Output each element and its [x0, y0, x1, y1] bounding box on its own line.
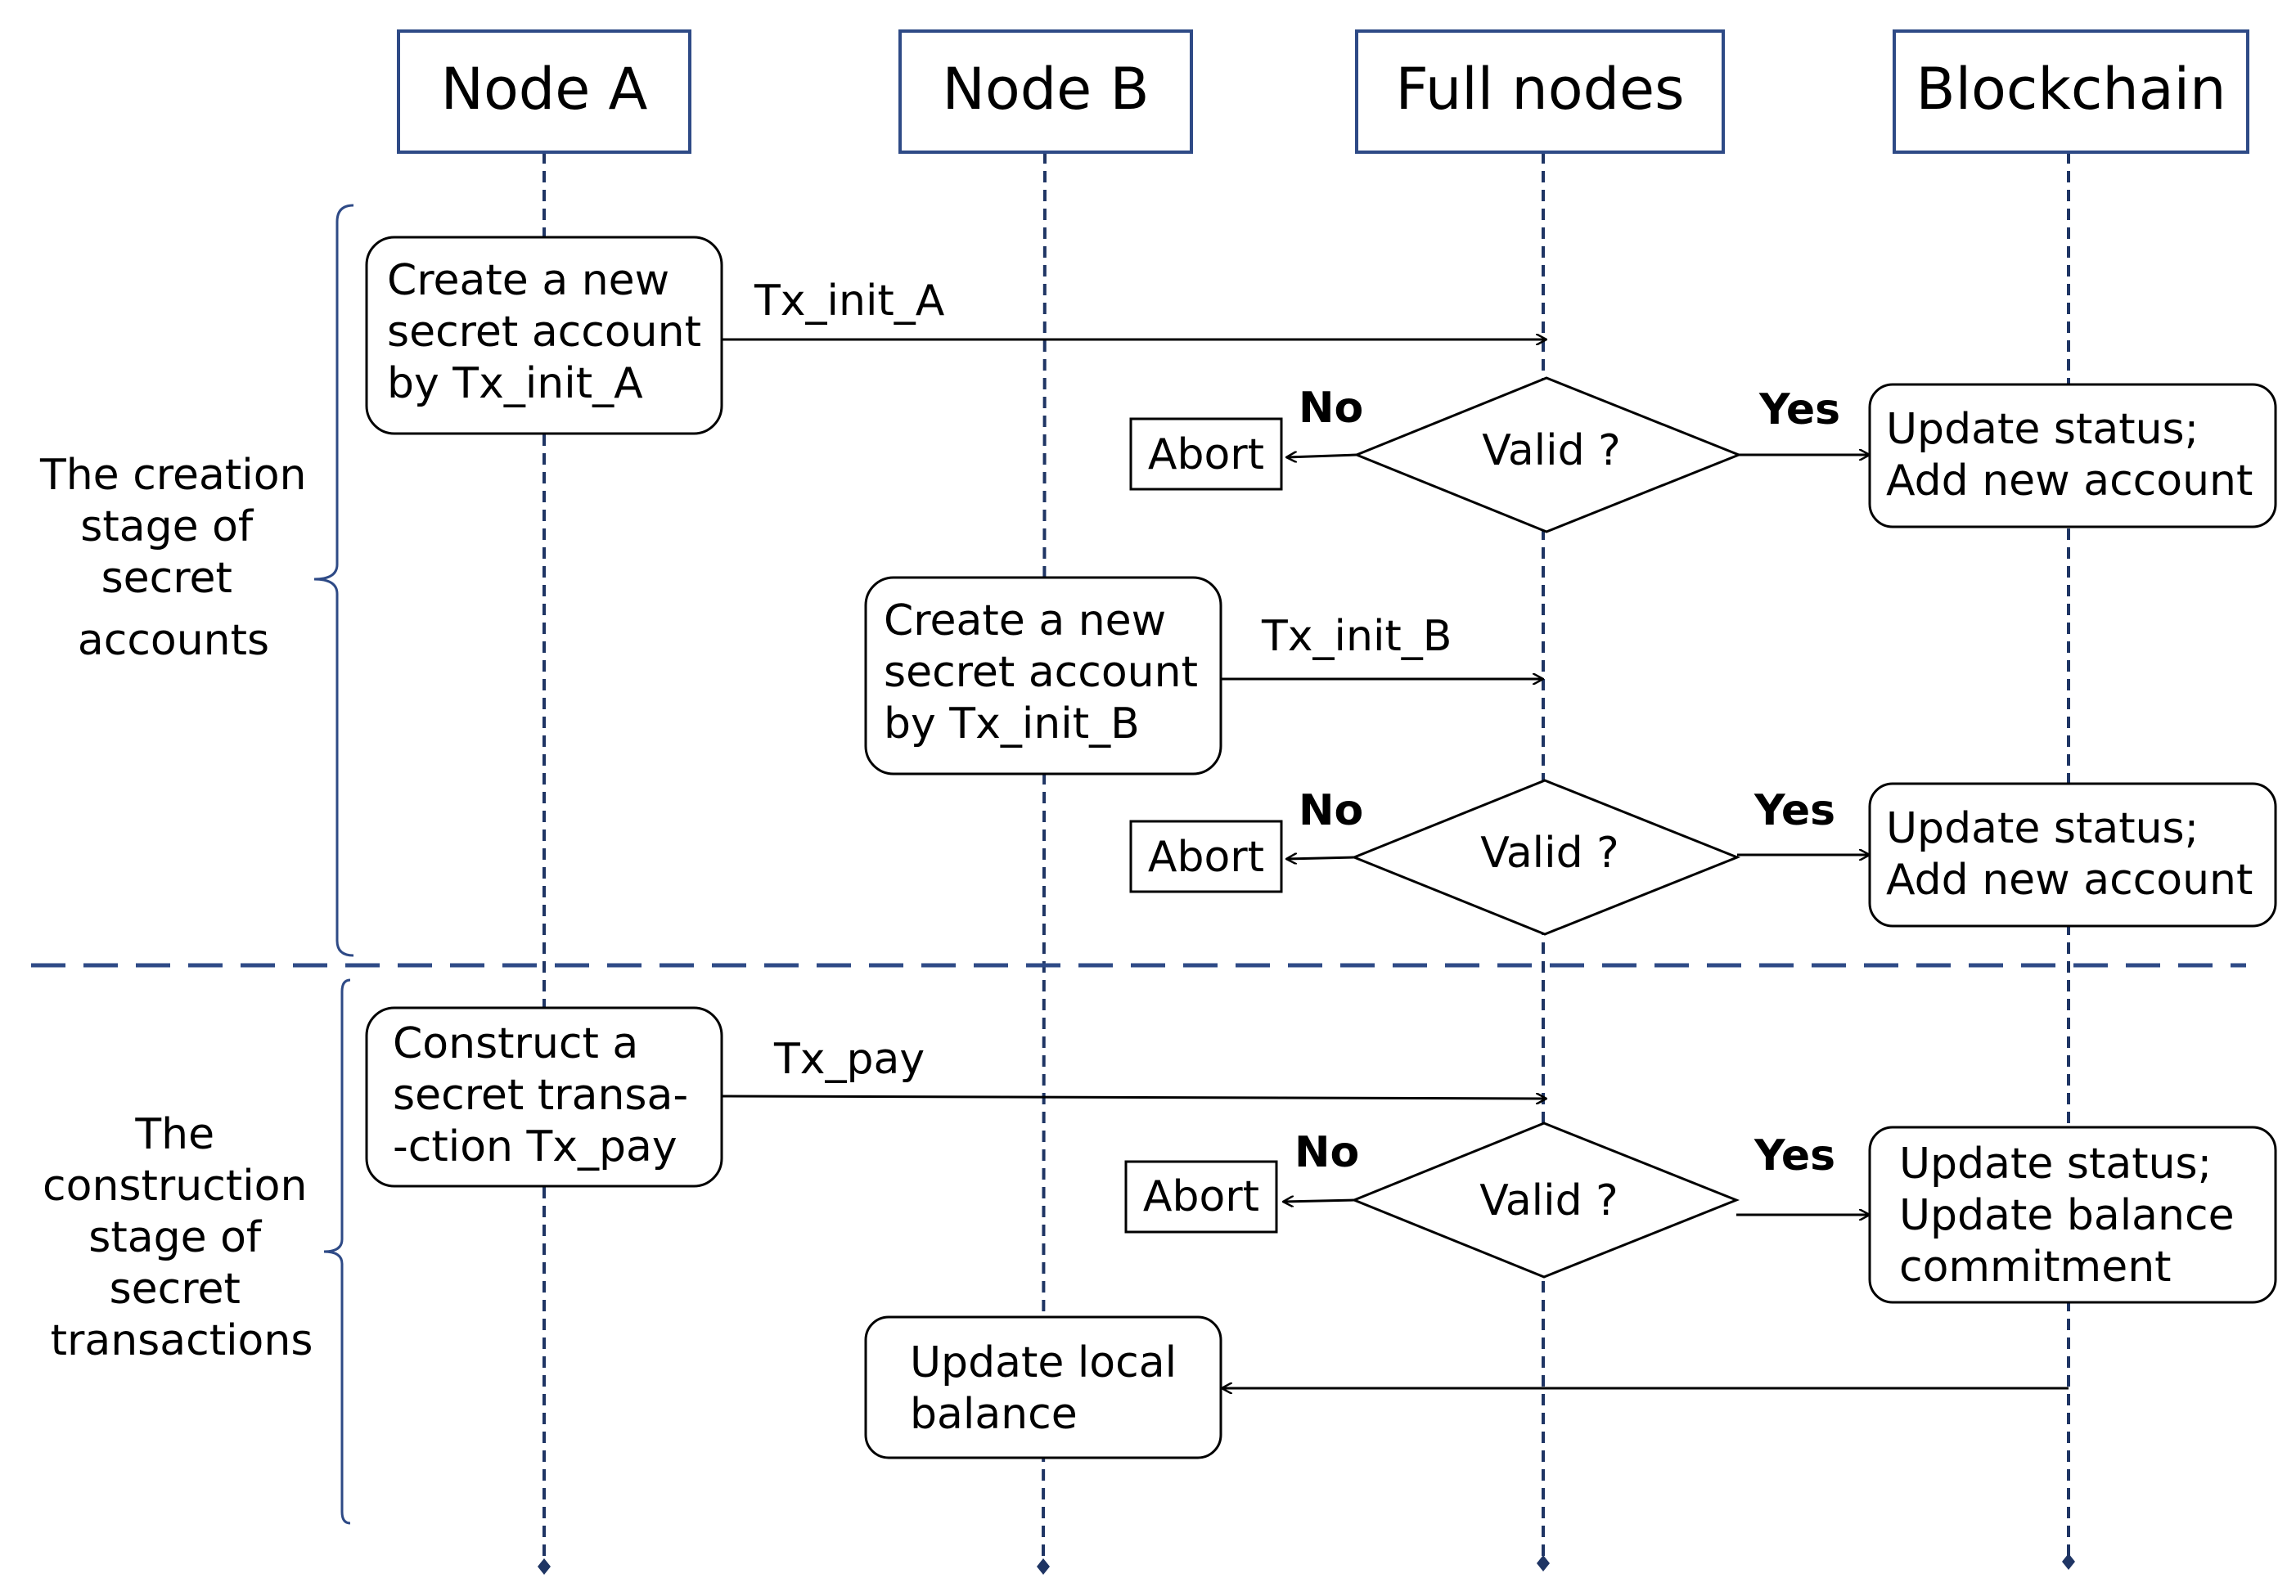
flow-init-a: Create a new secret account by Tx_init_A…	[365, 236, 2277, 533]
create-account-a-box	[365, 236, 723, 435]
tx-init-a-label: Tx_init_A	[754, 276, 945, 326]
header-node-b: Node B	[943, 56, 1150, 123]
decision-1-diamond	[1353, 376, 1743, 533]
decision-3-yes-label: Yes	[1754, 1131, 1835, 1180]
construction-brace	[323, 978, 351, 1525]
update-local-balance-text: Update local balance	[910, 1338, 1191, 1439]
stage-creation: The creation stage of secret accounts	[39, 204, 354, 957]
result-2-box	[1868, 782, 2277, 928]
construct-tx-text: Construct a secret transa- -ction Tx_pay	[393, 1019, 702, 1171]
decision-1-text: Valid ?	[1482, 426, 1620, 475]
decision-3-diamond	[1351, 1122, 1740, 1279]
decision-3-no-arrow	[1283, 1200, 1355, 1202]
result-2-text: Update status; Add new account	[1886, 804, 2253, 905]
lifeline-full-nodes-end-marker	[1537, 1555, 1550, 1571]
create-account-b-box	[864, 576, 1222, 776]
lifelines	[538, 151, 2075, 1575]
decision-2-diamond	[1350, 779, 1741, 936]
decision-3-text: Valid ?	[1479, 1176, 1618, 1225]
result-1-box	[1868, 383, 2277, 528]
decision-1-no-arrow	[1286, 455, 1357, 457]
lifeline-blockchain-end-marker	[2062, 1553, 2075, 1570]
abort-3-box	[1124, 1160, 1278, 1234]
creation-brace	[313, 204, 354, 957]
decision-2-no-label: No	[1299, 786, 1363, 835]
flow-init-b: Create a new secret account by Tx_init_B…	[864, 576, 2277, 936]
header-blockchain: Blockchain	[1916, 56, 2226, 123]
header-node-a: Node A	[441, 56, 648, 123]
lane-headers: Node A Node B Full nodes Blockchain	[397, 29, 2249, 154]
create-account-b-text: Create a new secret account by Tx_init_B	[884, 596, 1212, 749]
header-node-a-box	[397, 29, 691, 154]
abort-2-text: Abort	[1148, 833, 1264, 882]
abort-2-box	[1129, 820, 1283, 893]
construction-label: The construction stage of secret transac…	[43, 1110, 321, 1365]
stage-construction: The construction stage of secret transac…	[43, 978, 351, 1525]
update-local-balance-box	[864, 1315, 1222, 1459]
tx-init-b-label: Tx_init_B	[1261, 612, 1452, 661]
tx-pay-arrow	[721, 1096, 1546, 1099]
flow-local-update: Update local balance	[864, 1315, 2069, 1459]
decision-2-yes-label: Yes	[1754, 786, 1835, 835]
result-3-box	[1868, 1126, 2277, 1304]
create-account-a-text: Create a new secret account by Tx_init_A	[387, 256, 715, 408]
abort-1-box	[1129, 417, 1283, 491]
lifeline-node-b-end-marker	[1037, 1558, 1050, 1575]
decision-2-text: Valid ?	[1480, 829, 1618, 878]
result-1-text: Update status; Add new account	[1886, 405, 2253, 506]
lifeline-node-a-end-marker	[538, 1558, 551, 1575]
decision-3-no-label: No	[1294, 1128, 1359, 1177]
result-3-text: Update status; Update balance commitment	[1899, 1140, 2248, 1292]
decision-1-no-label: No	[1299, 384, 1363, 433]
header-node-b-box	[898, 29, 1193, 154]
abort-3-text: Abort	[1143, 1172, 1259, 1221]
header-blockchain-box	[1893, 29, 2249, 154]
abort-1-text: Abort	[1148, 430, 1264, 479]
decision-2-no-arrow	[1286, 857, 1355, 859]
tx-pay-label: Tx_pay	[773, 1035, 925, 1084]
header-full-nodes-box	[1355, 29, 1725, 154]
decision-1-yes-label: Yes	[1758, 385, 1840, 434]
creation-label: The creation stage of secret accounts	[39, 451, 320, 665]
flow-tx-pay: Construct a secret transa- -ction Tx_pay…	[365, 1006, 2277, 1304]
header-full-nodes: Full nodes	[1395, 56, 1684, 123]
